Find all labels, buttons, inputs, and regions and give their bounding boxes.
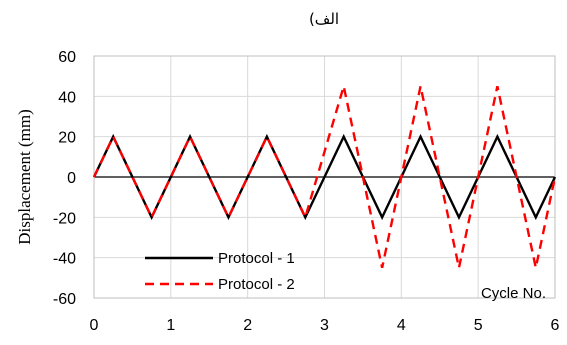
x-axis-label: Cycle No.	[481, 285, 546, 302]
y-tick-label: -40	[53, 251, 76, 268]
series-line-1	[92, 133, 557, 221]
x-tick-label: 1	[166, 317, 175, 334]
legend: Protocol - 1 Protocol - 2	[145, 250, 295, 293]
y-tick-label: 60	[58, 49, 76, 66]
y-tick-label: 20	[58, 130, 76, 147]
x-tick-label: 4	[397, 317, 406, 334]
legend-label-2: Protocol - 2	[218, 276, 295, 293]
legend-label-1: Protocol - 1	[218, 250, 295, 267]
x-tick-labels: 0 1 2 3 4 5 6	[90, 317, 560, 334]
series-group	[92, 85, 557, 268]
y-axis-label: Displacement (mm)	[15, 109, 34, 245]
x-tick-label: 2	[243, 317, 252, 334]
x-tick-label: 6	[551, 317, 560, 334]
x-tick-label: 5	[474, 317, 483, 334]
x-tick-label: 3	[320, 317, 329, 334]
y-tick-labels: -60 -40 -20 0 20 40 60	[53, 49, 76, 308]
y-tick-label: 40	[58, 89, 76, 106]
chart-title: الف)	[309, 10, 339, 28]
y-tick-label: -60	[53, 291, 76, 308]
y-tick-label: 0	[67, 170, 76, 187]
y-tick-label: -20	[53, 210, 76, 227]
series-line-2	[92, 85, 557, 268]
x-tick-label: 0	[90, 317, 99, 334]
